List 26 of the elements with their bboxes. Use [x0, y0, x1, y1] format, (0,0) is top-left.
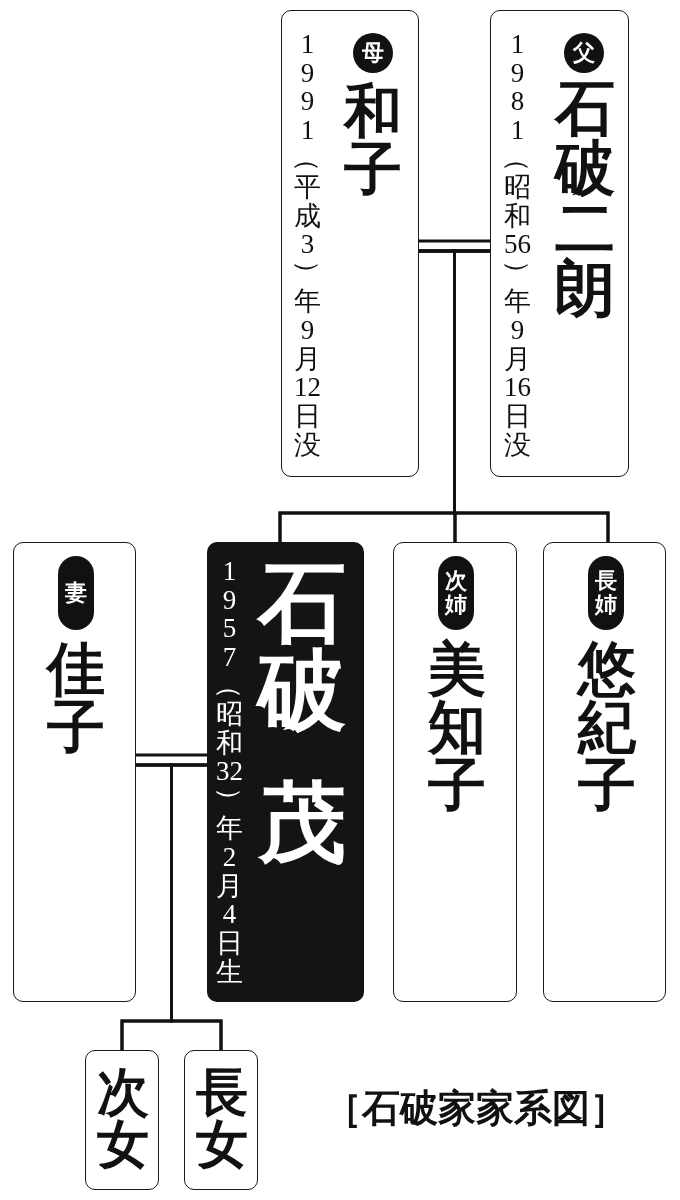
- person-card: [13, 542, 136, 1002]
- person-name: 佳子: [47, 641, 105, 757]
- person-name: 次女: [97, 1067, 149, 1171]
- person-name: 和子: [344, 83, 402, 199]
- person-name: 悠紀子: [578, 641, 636, 815]
- person-card: [281, 10, 419, 477]
- person-name: 長女: [196, 1067, 248, 1171]
- diagram-title: ［石破家家系図］: [324, 1086, 628, 1132]
- person-card: [393, 542, 517, 1002]
- date-text: 1957（昭和32）年2月4日生: [216, 557, 243, 987]
- relation-badge: 次姉: [438, 556, 474, 630]
- relation-badge: 父: [564, 33, 604, 73]
- relation-badge: 母: [353, 33, 393, 73]
- lineage-line: [170, 763, 223, 1050]
- date-text: 1991（平成3）年9月12日没: [294, 30, 321, 460]
- date-text: 1981（昭和56）年9月16日没: [504, 30, 531, 460]
- relation-badge: 妻: [58, 556, 94, 630]
- person-name: 茂: [258, 780, 346, 868]
- person-card: [490, 10, 629, 477]
- lineage-line: [453, 249, 610, 542]
- person-name: 石破二朗: [555, 79, 615, 319]
- relation-badge: 長姉: [588, 556, 624, 630]
- person-card: [543, 542, 666, 1002]
- person-card: [85, 1050, 159, 1190]
- person-card: [184, 1050, 258, 1190]
- person-card: [207, 542, 364, 1002]
